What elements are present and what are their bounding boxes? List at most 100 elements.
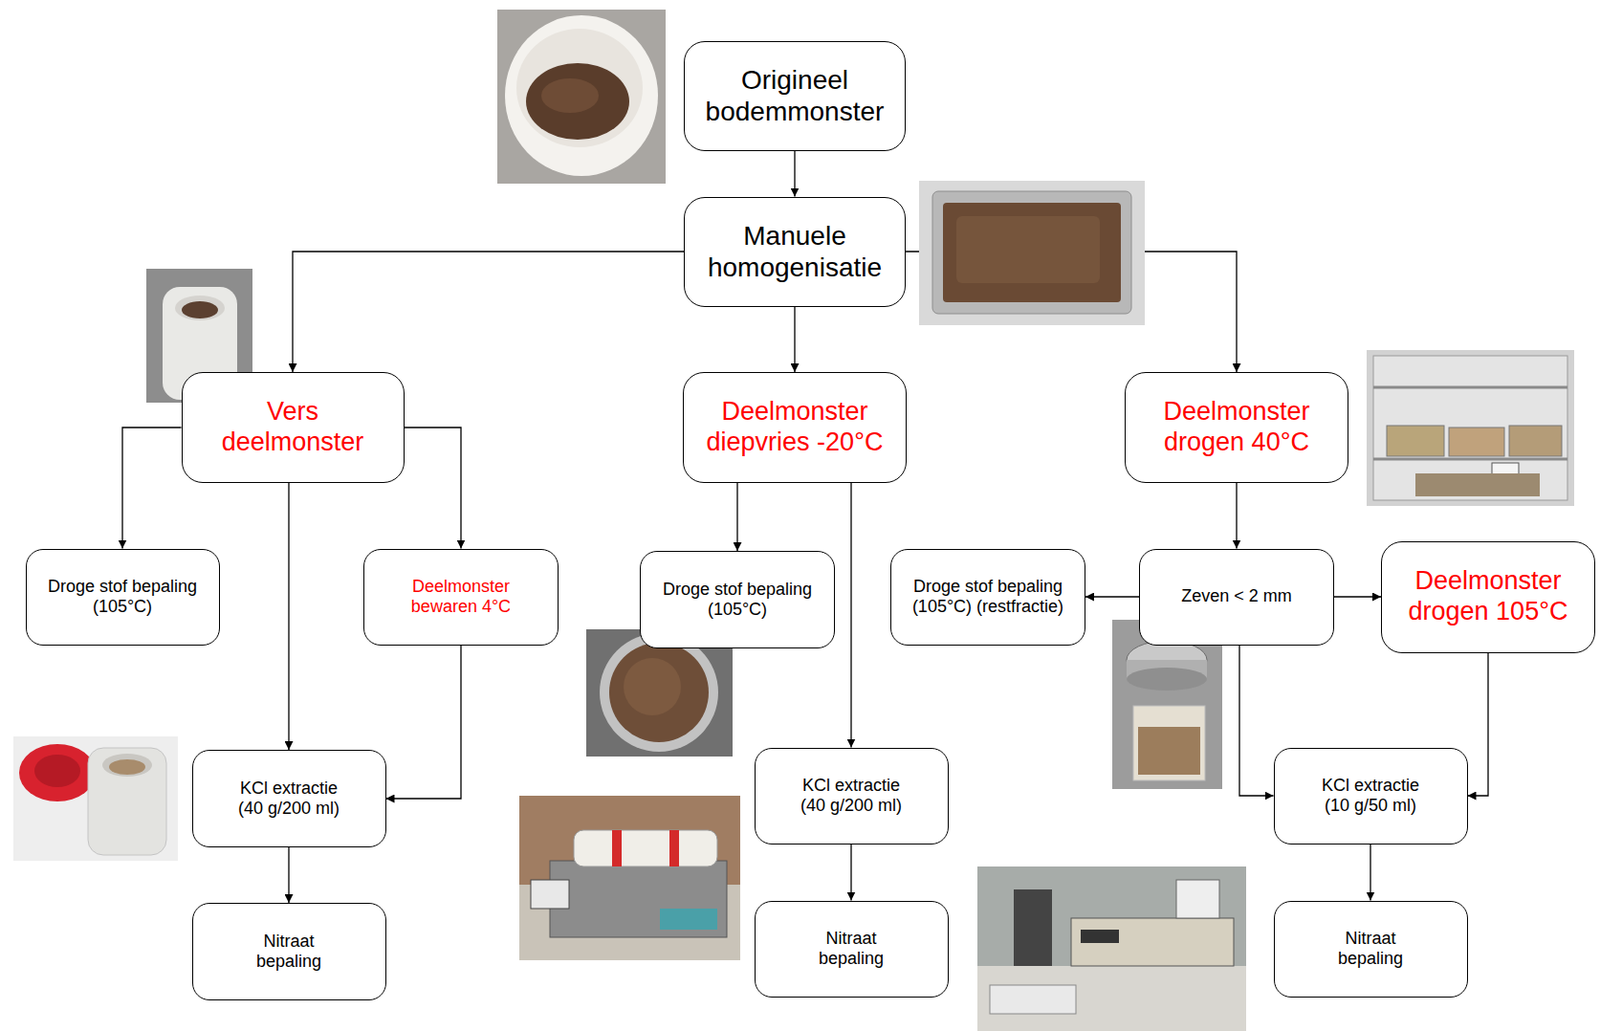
process-box: Deelmonster drogen 40°C	[1124, 372, 1349, 483]
flow-arrow	[1468, 653, 1490, 797]
box-label: KCl extractie (10 g/50 ml)	[1313, 775, 1428, 816]
oven-tray	[1509, 425, 1562, 457]
extract-bottle-photo	[13, 736, 178, 861]
strap	[612, 830, 622, 867]
bottle-neck	[175, 295, 225, 321]
process-box: Origineel bodemmonster	[683, 41, 906, 152]
process-box: Droge stof bepaling (105°C) (restfractie…	[890, 548, 1086, 646]
process-box: Nitraat bepaling	[192, 902, 387, 1001]
box-label: Droge stof bepaling (105°C) (restfractie…	[911, 576, 1065, 617]
tray	[932, 191, 1132, 314]
photo-ground	[13, 736, 178, 861]
process-box: Zeven < 2 mm	[1139, 548, 1335, 646]
box-label: Deelmonster drogen 105°C	[1392, 566, 1584, 628]
box-label: KCl extractie (40 g/200 ml)	[793, 775, 909, 816]
sieve	[1126, 667, 1207, 691]
oven-photo	[1366, 350, 1575, 506]
flow-arrow	[1239, 645, 1274, 797]
box-label: Droge stof bepaling (105°C)	[660, 579, 814, 620]
process-box: Nitraat bepaling	[754, 900, 949, 998]
oven-shelf	[1373, 386, 1568, 390]
flow-arrow	[793, 306, 795, 373]
bottles	[573, 830, 718, 867]
soil	[541, 78, 599, 113]
sample-rack	[989, 985, 1076, 1014]
flow-arrow	[1369, 844, 1371, 901]
process-box: KCl extractie (10 g/50 ml)	[1273, 747, 1469, 845]
soil	[609, 642, 709, 743]
bench	[977, 965, 1247, 1031]
soil	[956, 216, 1100, 284]
tray-photo	[919, 180, 1145, 326]
photo-ground	[519, 795, 741, 961]
dish	[599, 633, 719, 752]
box-label: Vers deelmonster	[195, 396, 392, 459]
photo-ground	[977, 866, 1247, 1031]
shaker-photo	[519, 795, 741, 961]
oven-shelf	[1373, 458, 1568, 461]
process-box: KCl extractie (40 g/200 ml)	[754, 747, 949, 845]
soil	[942, 202, 1121, 303]
oven-tray	[1386, 425, 1445, 457]
red-cap	[19, 744, 96, 802]
red-cap	[34, 754, 81, 788]
photo-ground	[1366, 350, 1575, 506]
bottle-neck	[102, 753, 153, 777]
bucket-rim	[504, 15, 658, 176]
bag	[1133, 705, 1206, 781]
process-box: Manuele homogenisatie	[683, 197, 906, 307]
box-label: Origineel bodemmonster	[695, 64, 895, 128]
box-label: Nitraat bepaling	[1313, 928, 1428, 969]
process-box: Deelmonster drogen 105°C	[1380, 541, 1596, 654]
bucket-inside	[516, 28, 643, 148]
flow-arrow	[287, 482, 289, 750]
process-box: Vers deelmonster	[181, 372, 405, 483]
bottle	[87, 747, 167, 855]
flow-arrow	[404, 427, 462, 549]
flow-arrow	[386, 645, 462, 800]
box-label: Deelmonster drogen 40°C	[1136, 396, 1337, 459]
bucket-photo	[497, 9, 666, 184]
flow-arrow	[1235, 482, 1237, 549]
box-label: Manuele homogenisatie	[695, 219, 895, 284]
sieve-photo	[1112, 619, 1223, 790]
extract-liquid	[109, 759, 146, 775]
bottle	[1176, 879, 1220, 919]
flow-arrow	[736, 482, 738, 551]
soil	[1138, 726, 1201, 775]
flow-arrow	[122, 427, 182, 549]
photo-ground	[497, 9, 666, 184]
flow-arrow	[793, 151, 795, 198]
oven-tray	[1415, 473, 1540, 497]
shaker-panel	[659, 908, 718, 930]
flow-arrow	[292, 251, 684, 373]
analyser	[1071, 918, 1234, 966]
box-label: KCl extractie (40 g/200 ml)	[231, 778, 347, 819]
box-label: Nitraat bepaling	[231, 931, 347, 972]
oven-tray	[1448, 427, 1505, 457]
photo-ground	[919, 180, 1145, 326]
process-box: Nitraat bepaling	[1273, 900, 1469, 998]
oven-inside	[1373, 355, 1568, 501]
flow-arrow	[287, 847, 289, 903]
display	[530, 879, 570, 909]
soil	[623, 657, 681, 716]
box-label: Deelmonster diepvries -20°C	[694, 396, 896, 459]
shaker	[549, 860, 727, 938]
box-label: Droge stof bepaling (105°C)	[45, 576, 199, 617]
flow-arrow	[1334, 595, 1381, 597]
process-box: Droge stof bepaling (105°C)	[25, 548, 220, 646]
process-box: Droge stof bepaling (105°C)	[639, 550, 835, 649]
process-box: Deelmonster bewaren 4°C	[363, 548, 559, 646]
process-box: KCl extractie (40 g/200 ml)	[192, 749, 387, 848]
box-label: Deelmonster bewaren 4°C	[384, 576, 538, 617]
display	[1080, 929, 1119, 943]
analyser-photo	[977, 866, 1247, 1031]
strap	[669, 830, 680, 867]
box-label: Zeven < 2 mm	[1160, 586, 1314, 607]
flow-arrow	[850, 482, 852, 748]
photo-ground	[1112, 619, 1223, 790]
box-label: Nitraat bepaling	[793, 928, 909, 969]
